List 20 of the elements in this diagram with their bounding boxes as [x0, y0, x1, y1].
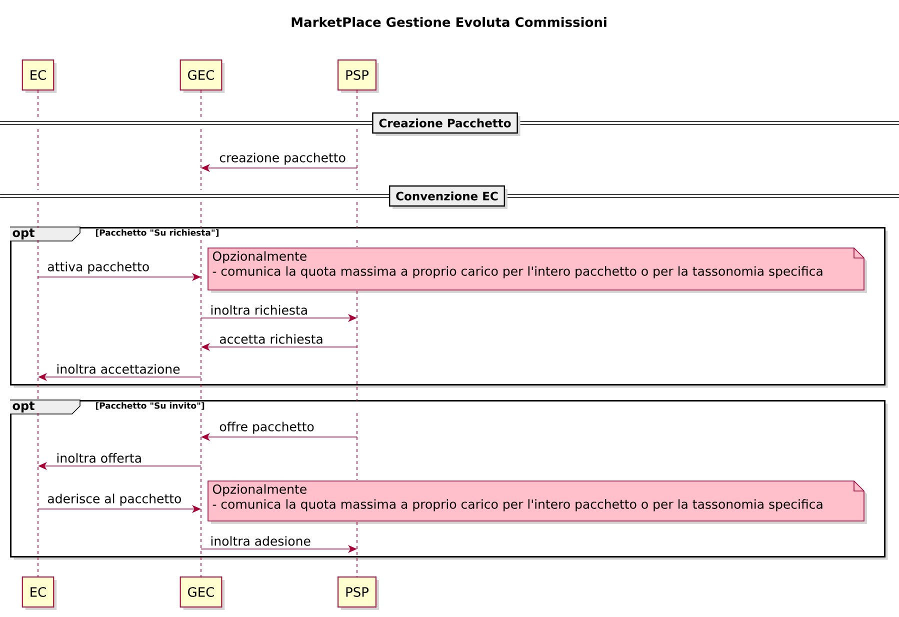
message-label: inoltra richiesta — [209, 304, 310, 316]
message-label: inoltra offerta — [55, 452, 144, 464]
lifeline — [356, 90, 358, 578]
participant-box: GEC — [180, 576, 225, 610]
lifeline — [200, 90, 202, 578]
message-label: attiva pacchetto — [46, 260, 151, 275]
participant-box: PSP — [338, 60, 379, 93]
message-label: inoltra adesione — [209, 535, 312, 547]
participant-box: EC — [22, 576, 57, 610]
participant-box: EC — [22, 60, 57, 93]
participant-box: PSP — [338, 576, 379, 610]
message-label: creazione pacchetto — [218, 152, 347, 166]
note-box: Opzionalmente - comunica la quota massima a proprio carico per l'intero pacchetto o per la tassonomia specifica — [208, 248, 867, 293]
participant-box: GEC — [180, 60, 225, 93]
note-box: Opzionalmente - comunica la quota massima a proprio carico per l'intero pacchetto o per la tassonomia specifica — [208, 480, 867, 524]
message-label: offre pacchetto — [218, 420, 316, 435]
title: MarketPlace Gestione Evoluta Commissioni — [292, 16, 606, 28]
message-label: inoltra accettazione — [55, 363, 182, 375]
message-label: aderisce al pacchetto — [46, 492, 183, 507]
message-label: accetta richiesta — [218, 333, 324, 345]
